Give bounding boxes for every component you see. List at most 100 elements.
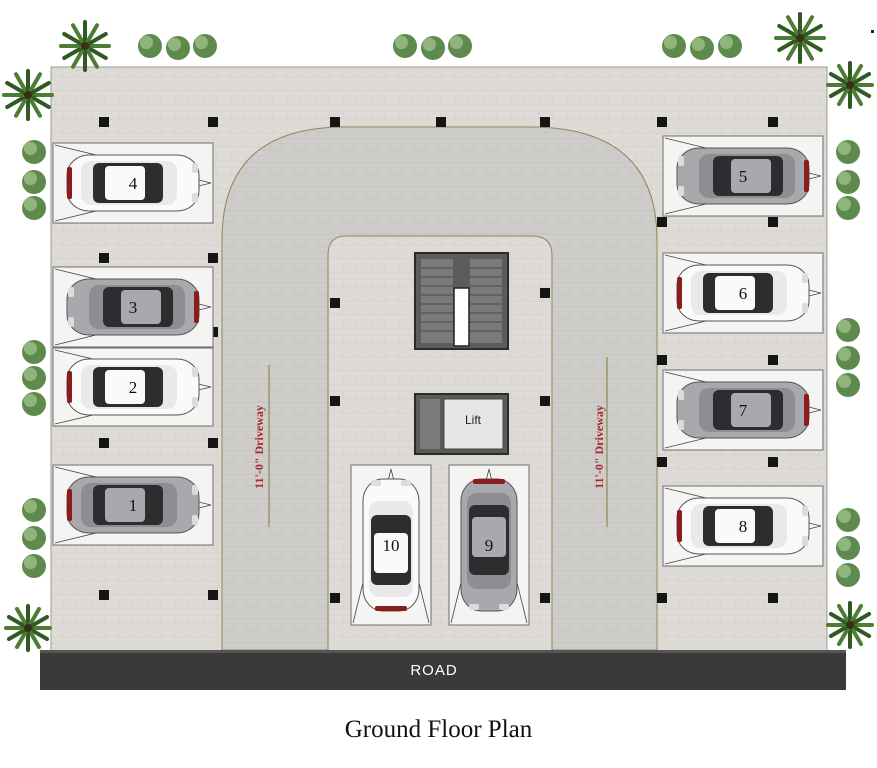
column [540, 593, 550, 603]
landscaping [2, 12, 874, 652]
column [330, 396, 340, 406]
car-white [676, 264, 810, 322]
shrub-icon [421, 36, 445, 60]
column [768, 457, 778, 467]
driveway-label-right: 11'-0" Driveway [592, 405, 606, 489]
driveway-loop [221, 126, 658, 651]
palm-tree-icon [4, 604, 52, 652]
slot-number: 8 [739, 517, 748, 536]
shrub-icon [690, 36, 714, 60]
lift-label: Lift [465, 413, 482, 427]
column [208, 117, 218, 127]
parking-slots: 1 2 3 4 5 6 7 8 9 10 [52, 135, 824, 626]
shrub-icon [662, 34, 686, 58]
shrub-icon [836, 346, 860, 370]
parking-slot-5: 5 [662, 135, 824, 217]
shrub-icon [836, 170, 860, 194]
column [657, 355, 667, 365]
car-silver [66, 476, 200, 534]
palm-tree-icon [826, 61, 874, 109]
slot-number: 3 [129, 298, 138, 317]
palm-tree-icon [59, 20, 111, 72]
shrub-icon [22, 392, 46, 416]
slot-number: 1 [129, 496, 138, 515]
shrub-icon [836, 373, 860, 397]
slot-number: 7 [739, 401, 748, 420]
parking-slot-10: 10 [350, 464, 432, 626]
car-white [676, 497, 810, 555]
column [436, 117, 446, 127]
car-silver [676, 381, 810, 439]
palm-tree-icon [826, 601, 874, 649]
shrub-icon [448, 34, 472, 58]
staircase [414, 252, 509, 350]
column [330, 117, 340, 127]
slot-number: 5 [739, 167, 748, 186]
slot-number: 6 [739, 284, 748, 303]
column [99, 438, 109, 448]
shrub-icon [22, 140, 46, 164]
shrub-icon [836, 563, 860, 587]
car-white [66, 358, 200, 416]
column [208, 438, 218, 448]
column [540, 396, 550, 406]
shrub-icon [836, 508, 860, 532]
driveway-label-left: 11'-0" Driveway [252, 405, 266, 489]
parking-slot-6: 6 [662, 252, 824, 334]
plan-title: Ground Floor Plan [344, 716, 533, 743]
shrub-icon [718, 34, 742, 58]
parking-slot-2: 2 [52, 347, 214, 427]
shrub-icon [836, 196, 860, 220]
column [768, 593, 778, 603]
shrub-icon [22, 554, 46, 578]
shrub-icon [836, 536, 860, 560]
car-white [66, 154, 200, 212]
shrub-icon [193, 34, 217, 58]
slot-number: 9 [485, 536, 494, 555]
slot-number: 2 [129, 378, 138, 397]
car-silver [676, 147, 810, 205]
parking-slot-1: 1 [52, 464, 214, 546]
column [657, 457, 667, 467]
slot-number: 10 [383, 536, 400, 555]
shrub-icon [22, 196, 46, 220]
road: ROAD [40, 650, 846, 690]
column [99, 117, 109, 127]
shrub-icon [22, 170, 46, 194]
shrub-icon [22, 340, 46, 364]
parking-slot-8: 8 [662, 485, 824, 567]
column [657, 117, 667, 127]
column [208, 253, 218, 263]
column [99, 590, 109, 600]
shrub-icon [22, 498, 46, 522]
car-white [362, 478, 420, 612]
shrub-icon [393, 34, 417, 58]
palm-tree-icon [774, 12, 826, 64]
column [657, 217, 667, 227]
column [768, 117, 778, 127]
shrub-icon [836, 140, 860, 164]
parking-slot-3: 3 [52, 266, 214, 348]
corner-marker [871, 30, 874, 33]
car-silver [66, 278, 200, 336]
column [540, 117, 550, 127]
parking-slot-7: 7 [662, 369, 824, 451]
shrub-icon [836, 318, 860, 342]
shrub-icon [22, 366, 46, 390]
road-label: ROAD [410, 662, 457, 679]
parking-slot-4: 4 [52, 142, 214, 224]
column [330, 593, 340, 603]
slot-number: 4 [129, 174, 138, 193]
column [330, 298, 340, 308]
parking-slot-9: 9 [448, 464, 530, 626]
car-silver [460, 478, 518, 612]
column [208, 590, 218, 600]
shrub-icon [138, 34, 162, 58]
column [657, 593, 667, 603]
lift: Lift [414, 393, 509, 455]
column [768, 217, 778, 227]
column [99, 253, 109, 263]
shrub-icon [166, 36, 190, 60]
column [768, 355, 778, 365]
